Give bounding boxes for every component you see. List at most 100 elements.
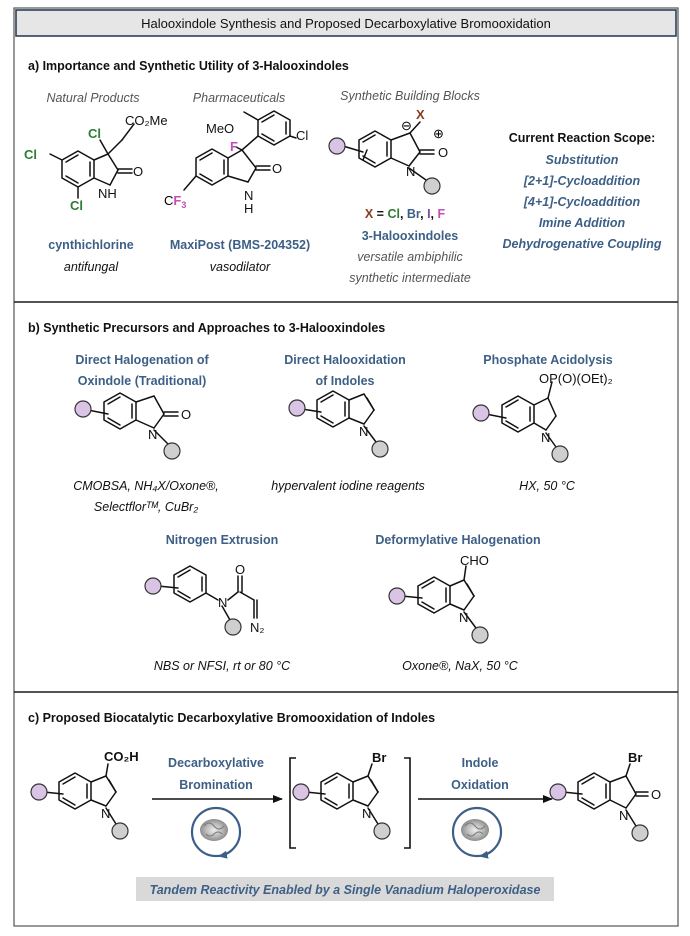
np-cl-left: Cl — [24, 147, 37, 162]
bracket-right — [404, 757, 411, 849]
bb-x: X — [416, 107, 425, 122]
section-b-heading: b) Synthetic Precursors and Approaches t… — [28, 321, 385, 335]
mp-o: O — [272, 161, 282, 176]
np-nh: NH — [98, 186, 117, 201]
method-4-conditions: NBS or NFSI, rt or 80 °C — [154, 659, 291, 673]
c3-n: N — [619, 808, 628, 823]
step-1-label-1: Decarboxylative — [168, 756, 264, 770]
c2-aryl-marker — [292, 783, 310, 801]
scope-item-3: [4+1]-Cycloaddition — [523, 195, 641, 209]
c3-br: Br — [628, 750, 642, 765]
m3-aryl-marker — [472, 404, 490, 422]
method-4-title: Nitrogen Extrusion — [166, 533, 279, 547]
c2-n-marker — [373, 822, 391, 840]
building-block-desc-1: versatile ambiphilic — [357, 250, 463, 264]
title-bar — [15, 9, 677, 37]
halogen-i: I — [427, 207, 430, 221]
np-o: O — [133, 164, 143, 179]
c1-co2h: CO₂H — [104, 749, 139, 764]
method-1-conditions-1: CMOBSA, NH₄X/Oxone®, — [73, 479, 219, 493]
halogen-comma-1: , — [400, 207, 407, 221]
outer-frame — [13, 7, 679, 927]
method-5-title: Deformylative Halogenation — [375, 533, 540, 547]
m2-n-marker — [371, 440, 389, 458]
m1-n: N — [148, 427, 157, 442]
oxindole-structure — [87, 392, 179, 445]
c2-br: Br — [372, 750, 386, 765]
maxipost-structure — [183, 110, 297, 191]
m4-n-marker — [224, 618, 242, 636]
np-cl-bottom: Cl — [70, 198, 83, 213]
natural-product-activity: antifungal — [64, 260, 119, 274]
step-1-label-2: Bromination — [179, 778, 253, 792]
c3-o: O — [651, 787, 661, 802]
c3-n-marker — [631, 824, 649, 842]
cynthichlorine-structure — [49, 123, 135, 199]
scope-item-4: Imine Addition — [539, 216, 626, 230]
method-1-conditions-2: Selectflorᵀᴹ, CuBr₂ — [94, 500, 198, 514]
m4-n2: N₂ — [250, 620, 264, 635]
method-3-conditions: HX, 50 °C — [519, 479, 576, 493]
bromooxindole-structure — [562, 763, 649, 827]
halooxindole-structure — [342, 121, 435, 181]
bb-aryl-marker — [328, 137, 346, 155]
scope-item-1: Substitution — [546, 153, 619, 167]
banner-background — [136, 877, 554, 901]
m1-o: O — [181, 407, 191, 422]
scope-item-5: Dehydrogenative Coupling — [502, 237, 661, 251]
m2-n: N — [359, 424, 368, 439]
bb-minus: ⊖ — [401, 118, 412, 133]
halogen-x: X — [365, 207, 374, 221]
m1-n-marker — [163, 442, 181, 460]
enzyme-icon-1 — [190, 806, 242, 859]
bracket-left — [289, 757, 296, 849]
c1-n-marker — [111, 822, 129, 840]
bb-plus: ⊕ — [433, 126, 444, 141]
m5-n: N — [459, 610, 468, 625]
scope-item-2: [2+1]-Cycloaddition — [523, 174, 641, 188]
halogen-eq: = — [373, 207, 387, 221]
c1-n: N — [101, 806, 110, 821]
method-3-title: Phosphate Acidolysis — [483, 353, 612, 367]
mp-cf3: CF3 — [164, 193, 186, 210]
scope-heading: Current Reaction Scope: — [509, 131, 656, 145]
banner-text: Tandem Reactivity Enabled by a Single Va… — [150, 883, 541, 897]
mp-h: H — [244, 201, 253, 216]
halogen-comma-3: , — [431, 207, 438, 221]
mp-cf3-f: F — [173, 193, 181, 208]
halogen-br: Br — [407, 207, 421, 221]
method-2-title-2: of Indoles — [315, 374, 374, 388]
m1-aryl-marker — [74, 400, 92, 418]
np-cl-top: Cl — [88, 126, 101, 141]
bb-n-marker — [423, 177, 441, 195]
m3-n: N — [541, 430, 550, 445]
mp-cf3-c: C — [164, 193, 173, 208]
mp-cl: Cl — [296, 128, 308, 143]
m5-substituent: CHO — [460, 553, 489, 568]
c3-aryl-marker — [549, 783, 567, 801]
method-1-title-1: Direct Halogenation of — [75, 353, 209, 367]
m5-aryl-marker — [388, 587, 406, 605]
pharmaceutical-name: MaxiPost (BMS-204352) — [170, 238, 310, 252]
building-block-name: 3-Halooxindoles — [362, 229, 459, 243]
method-2-conditions: hypervalent iodine reagents — [271, 479, 425, 493]
np-co2me: CO₂Me — [125, 113, 168, 128]
category-building-blocks: Synthetic Building Blocks — [340, 89, 480, 103]
bb-n: N — [406, 164, 415, 179]
mp-n: N — [244, 188, 253, 203]
category-natural-products: Natural Products — [46, 91, 139, 105]
m4-aryl-marker — [144, 577, 162, 595]
formylindole-structure — [401, 565, 477, 629]
building-block-desc-2: synthetic intermediate — [349, 271, 471, 285]
method-5-conditions: Oxone®, NaX, 50 °C — [402, 659, 519, 673]
step-2-label-1: Indole — [462, 756, 499, 770]
method-2-title-1: Direct Halooxidation — [284, 353, 406, 367]
mp-cf3-3: 3 — [181, 200, 186, 210]
pharmaceutical-activity: vasodilator — [210, 260, 271, 274]
m3-substituent: OP(O)(OEt)₂ — [539, 371, 613, 386]
mp-meo: MeO — [206, 121, 234, 136]
diazo-amide-structure — [157, 565, 258, 621]
m5-n-marker — [471, 626, 489, 644]
halogen-comma-2: , — [420, 207, 427, 221]
